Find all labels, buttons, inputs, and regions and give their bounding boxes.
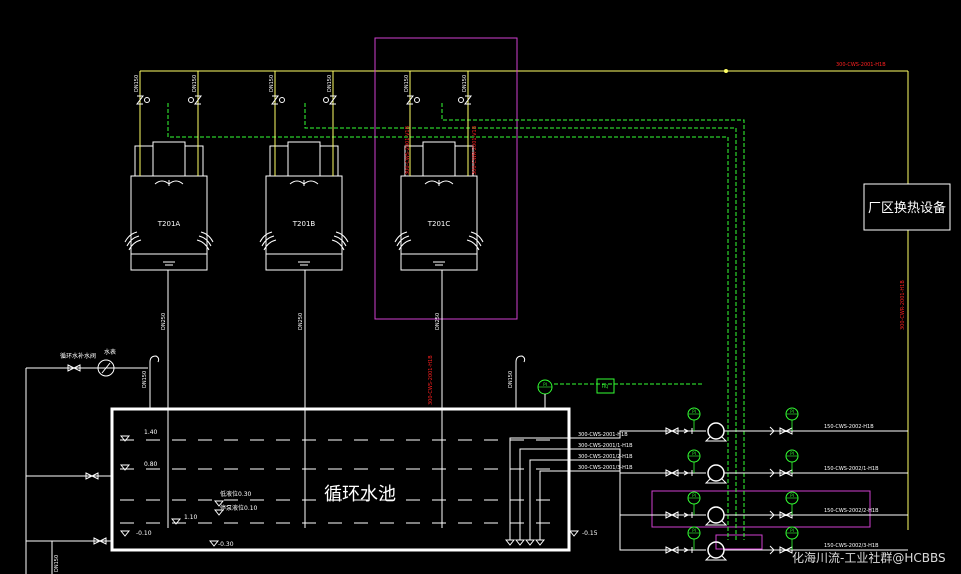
pool-outlet-red-label: 300-CWS-2001-H1B bbox=[428, 355, 434, 405]
water-meter[interactable] bbox=[97, 359, 115, 377]
tower-outlet-label-a: DN250 bbox=[161, 313, 167, 330]
pool-level-lines bbox=[120, 439, 560, 524]
tower-downcomers bbox=[167, 270, 443, 528]
highlight-box-pump-row bbox=[651, 490, 871, 528]
pump-out-line-label: 150-CWS-2002/2-H1B bbox=[824, 508, 879, 514]
discharge-instrument-label: PI bbox=[790, 451, 794, 456]
pool-label: 循环水池 bbox=[324, 484, 396, 505]
discharge-instrument-label: PI bbox=[790, 493, 794, 498]
tower-outlet-label-c: DN250 bbox=[435, 313, 441, 330]
instrument-pi-top-label: PI bbox=[543, 382, 547, 387]
highlight-box-tower-c bbox=[374, 37, 518, 320]
right-level: -0.15 bbox=[582, 530, 598, 537]
vent-right-label: DN150 bbox=[508, 371, 514, 388]
level-2: 0.80 bbox=[144, 461, 158, 468]
discharge-instrument-label: PI bbox=[790, 409, 794, 414]
cooling-tower-2[interactable]: T201B DN150 DN150 bbox=[259, 71, 349, 271]
tower-valve-label: DN150 bbox=[134, 75, 140, 92]
tower-label: T201A bbox=[157, 220, 181, 228]
tower-c-red-label-2: 300-CWR-2001-V1B bbox=[472, 125, 478, 175]
pump-row-3: 300-CWS-2001/2-H1B PI PI 150-CWS-2002/2-H1B bbox=[524, 454, 908, 546]
top-header-label: 300-CWS-2001-H1B bbox=[836, 62, 886, 68]
cooling-tower-1[interactable]: T201A DN150 DN150 bbox=[124, 71, 214, 271]
pump-out-line-label: 150-CWS-2002/3-H1B bbox=[824, 543, 879, 549]
low-level-left: 低液位0.30 bbox=[220, 490, 252, 498]
tower-valve-label: DN150 bbox=[462, 75, 468, 92]
pump-instrument-label: PI bbox=[692, 409, 696, 414]
left-vertical-label: DN150 bbox=[54, 555, 60, 572]
pump-out-line-label: 150-CWS-2002/1-H1B bbox=[824, 466, 879, 472]
pool-out-line-label: 300-CWS-2001/3-H1B bbox=[578, 465, 633, 471]
header-junction-dot bbox=[724, 69, 728, 73]
tower-valve-label: DN150 bbox=[269, 75, 275, 92]
pump-row-4: 300-CWS-2001/3-H1B PI PI 150-CWS-2002/3-H1B bbox=[534, 465, 908, 561]
pump-instrument-label: PI bbox=[692, 451, 696, 456]
meter-label: 水表 bbox=[104, 348, 116, 356]
watermark: 化海川流-工业社群@HCBBS bbox=[792, 550, 946, 565]
makeup-label: 循环水补水阀 bbox=[60, 352, 96, 360]
tower-valve-label: DN150 bbox=[327, 75, 333, 92]
level-1: 1.40 bbox=[144, 429, 158, 436]
pump-row-2: 300-CWS-2001/1-H1B PI PI 150-CWS-2002/1-H1B bbox=[514, 443, 908, 546]
right-riser-label: 300-CWR-2001-H1B bbox=[900, 280, 906, 330]
tower-label: T201C bbox=[427, 220, 451, 228]
pool-out-line-label: 300-CWS-2001/1-H1B bbox=[578, 443, 633, 449]
pump-instrument-label: PI bbox=[692, 493, 696, 498]
pool-out-line-label: 300-CWS-2001/2-H1B bbox=[578, 454, 633, 460]
heat-exchanger-label: 厂区换热设备 bbox=[868, 200, 946, 216]
tower-valve-label: DN150 bbox=[192, 75, 198, 92]
instrument-fiq-top: FIQ bbox=[596, 378, 615, 394]
pump-out-line-label: 150-CWS-2002-H1B bbox=[824, 424, 874, 430]
pump-row-1: 300-CWS-2001-H1B PI PI 150-CWS-2002-H1B bbox=[504, 407, 908, 546]
bottom-mark: 1.10 bbox=[184, 514, 198, 521]
vent-left-label: DN150 bbox=[142, 371, 148, 388]
tower-label: T201B bbox=[292, 220, 316, 228]
discharge-instrument-label: PI bbox=[790, 528, 794, 533]
pump-instrument-label: PI bbox=[692, 528, 696, 533]
top-header-pipe bbox=[140, 70, 909, 530]
level-3: -0.10 bbox=[136, 530, 152, 537]
heat-exchanger[interactable]: 厂区换热设备 bbox=[863, 183, 951, 231]
green-dashed-lines bbox=[167, 103, 745, 540]
level-4: -0.30 bbox=[218, 541, 234, 548]
vent-right bbox=[515, 355, 526, 409]
makeup-water-line bbox=[25, 364, 148, 574]
tower-c-red-label-1: 300-CWS-2001-V1B bbox=[405, 125, 411, 175]
pool-out-line-label: 300-CWS-2001-H1B bbox=[578, 432, 628, 438]
instrument-fiq-top-label: FIQ bbox=[602, 384, 609, 389]
vent-left bbox=[149, 355, 160, 409]
circulating-pool[interactable] bbox=[110, 407, 571, 552]
tower-outlet-label-b: DN250 bbox=[298, 313, 304, 330]
low-level-mid: 停泵液位0.10 bbox=[220, 504, 258, 512]
tower-valve-label: DN150 bbox=[404, 75, 410, 92]
cooling-tower-3[interactable]: T201C DN150 DN150 bbox=[394, 71, 484, 271]
pool-level-markers bbox=[119, 435, 580, 547]
